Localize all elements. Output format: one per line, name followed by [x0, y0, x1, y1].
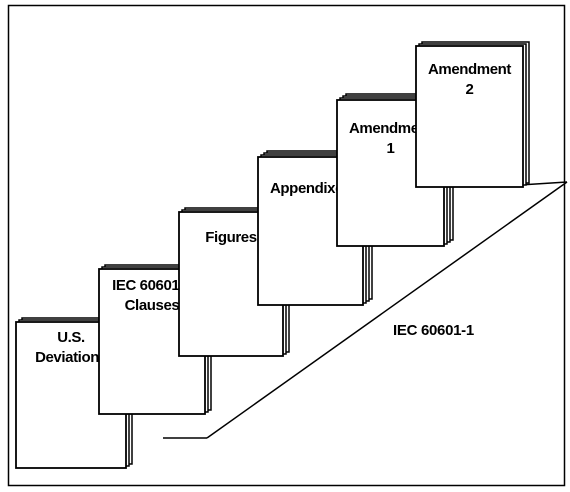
book-6: Amendment 2 [416, 42, 529, 187]
book-title-line: Figures [205, 229, 256, 246]
platform-label: IEC 60601-1 [393, 322, 474, 339]
book-title-line: Deviations [35, 349, 107, 366]
book-title-line: 1 [387, 140, 395, 157]
book-title-line: Amendment [428, 61, 511, 78]
book-title-line: U.S. [57, 329, 85, 346]
books-group: U.S. Deviations IEC 60601-1 Clauses Figures A… [16, 42, 529, 468]
book-title-line: Clauses [125, 297, 180, 314]
book-title-line: 2 [466, 81, 474, 98]
